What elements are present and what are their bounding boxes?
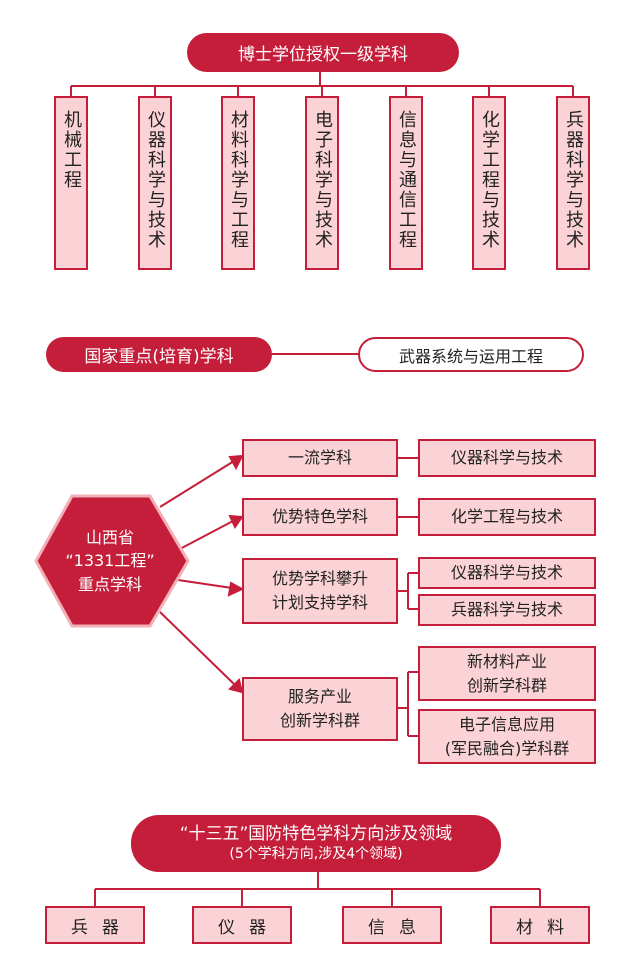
discipline-label: 仪器科学与技术: [145, 110, 166, 250]
discipline-box: 化学工程与技术: [472, 96, 506, 270]
discipline-group-label: 电子信息应用: [458, 714, 555, 734]
category-label: 创新学科群: [279, 711, 360, 730]
discipline-box: 机械工程: [54, 96, 88, 270]
hexagon-line: 山西省: [85, 528, 134, 548]
hexagon-line: 重点学科: [77, 574, 142, 594]
discipline-label: 兵器科学与技术: [450, 600, 563, 619]
discipline-label: 兵器科学与技术: [563, 110, 584, 250]
category-label: 优势特色学科: [271, 507, 368, 526]
discipline-label: 化学工程与技术: [479, 110, 500, 250]
discipline-label: 仪器科学与技术: [450, 448, 563, 467]
category-label: 服务产业: [287, 687, 352, 706]
discipline-box: 信息与通信工程: [389, 96, 423, 270]
defense-discipline-subtitle: (5个学科方向,涉及4个领域): [229, 846, 403, 863]
discipline-group-label: 新材料产业: [466, 651, 547, 671]
field-label: 仪器: [218, 917, 280, 938]
discipline-label: 电子科学与技术: [312, 110, 333, 250]
discipline-label: 机械工程: [61, 110, 82, 190]
field-label: 信息: [368, 917, 430, 938]
discipline-box: 材料科学与工程: [221, 96, 255, 270]
category-label: 优势学科攀升: [271, 569, 368, 588]
field-label: 兵器: [71, 917, 133, 938]
defense-discipline-title: “十三五”国防特色学科方向涉及领域 (5个学科方向,涉及4个领域): [131, 815, 501, 872]
discipline-box: 兵器科学与技术: [556, 96, 590, 270]
discipline-box: 化学工程与技术: [418, 498, 596, 536]
field-label: 材料: [516, 917, 578, 938]
national-key-discipline-title-text: 国家重点(培育)学科: [84, 347, 234, 367]
discipline-box: 兵器科学与技术: [418, 594, 596, 626]
discipline-group-box: 新材料产业 创新学科群: [418, 646, 596, 701]
discipline-box: 仪器科学与技术: [418, 439, 596, 477]
doctoral-authorization-title-text: 博士学位授权一级学科: [238, 45, 408, 65]
shanxi-1331-key-discipline: 山西省 “1331工程” 重点学科: [40, 496, 180, 626]
national-key-discipline-text: 武器系统与运用工程: [398, 346, 543, 366]
category-box: 优势特色学科: [242, 498, 398, 536]
national-key-discipline-title: 国家重点(培育)学科: [46, 337, 272, 372]
category-box: 优势学科攀升 计划支持学科: [242, 558, 398, 624]
discipline-label: 仪器科学与技术: [450, 563, 563, 582]
category-label: 计划支持学科: [271, 593, 368, 612]
discipline-label: 信息与通信工程: [396, 110, 417, 250]
category-box: 服务产业 创新学科群: [242, 677, 398, 741]
hexagon-line: “1331工程”: [65, 551, 155, 571]
discipline-label: 材料科学与工程: [228, 110, 249, 250]
discipline-box: 仪器科学与技术: [418, 557, 596, 589]
discipline-label: 化学工程与技术: [450, 507, 563, 526]
discipline-box: 电子科学与技术: [305, 96, 339, 270]
discipline-group-box: 电子信息应用 (军民融合)学科群: [418, 709, 596, 764]
discipline-group-label: (军民融合)学科群: [444, 738, 570, 758]
category-label: 一流学科: [287, 448, 352, 467]
national-key-discipline-box: 武器系统与运用工程: [358, 337, 584, 372]
field-box: 信息: [342, 906, 442, 944]
defense-discipline-title-text: “十三五”国防特色学科方向涉及领域: [179, 824, 453, 845]
hexagon-shape: [34, 494, 190, 628]
field-box: 材料: [490, 906, 590, 944]
discipline-box: 仪器科学与技术: [138, 96, 172, 270]
field-box: 仪器: [192, 906, 292, 944]
field-box: 兵器: [45, 906, 145, 944]
discipline-group-label: 创新学科群: [466, 675, 547, 695]
category-box: 一流学科: [242, 439, 398, 477]
doctoral-authorization-title: 博士学位授权一级学科: [187, 33, 459, 72]
